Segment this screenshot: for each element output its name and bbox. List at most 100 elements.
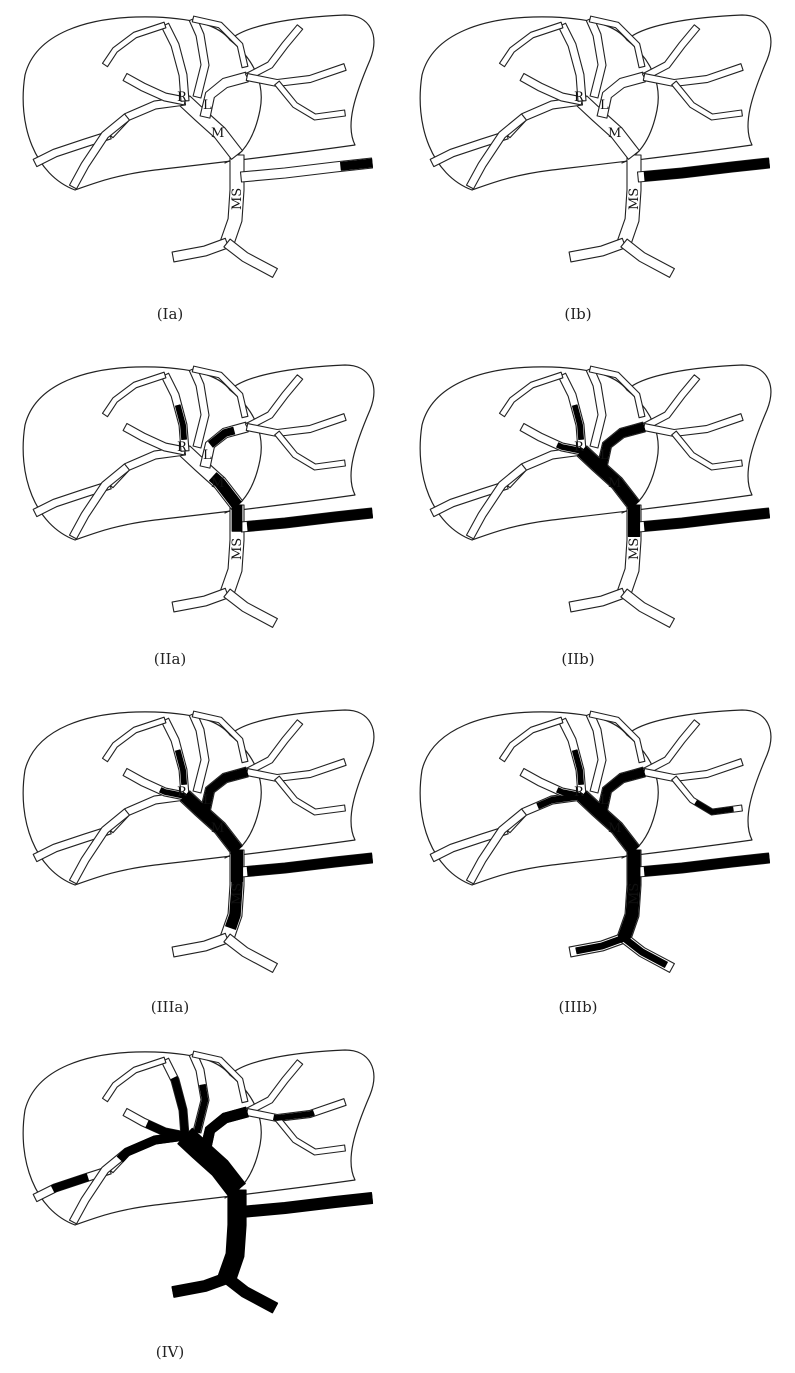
vessel-left-up3 (672, 81, 743, 120)
portal-vessel-tree (33, 711, 372, 972)
thrombus-splenic (644, 854, 769, 876)
thrombus-splenic (241, 1193, 373, 1218)
vessel-upper-arc (103, 1057, 166, 1102)
vessel-up-left (189, 17, 209, 98)
thrombus-up-center (573, 405, 584, 440)
vessel-sm-left-down (172, 933, 229, 957)
vessel-right-lower (467, 114, 527, 189)
vessel-left-up3 (275, 776, 346, 815)
vessel-left-up1 (245, 25, 302, 80)
thrombus-splenic (247, 509, 372, 531)
liver-diagram-iiia: RLMMS (15, 700, 390, 990)
vessel-upper-arc (103, 22, 166, 66)
thrombus-left-branch (200, 1107, 248, 1153)
thrombus-sm-trunk (628, 505, 639, 537)
panel-caption: (IIIa) (70, 998, 270, 1016)
thrombus-sm-trunk (218, 1190, 246, 1281)
panel-caption: (Ib) (478, 305, 678, 323)
vessel-up-left (586, 712, 606, 793)
panel-caption: (IIa) (70, 650, 270, 668)
vessel-upper-arc (103, 717, 166, 762)
panel-iia: RLMMS (15, 355, 395, 675)
liver-diagram-iiib: RLMMS (412, 700, 787, 990)
vessel-label-mesenteric-splenic: MS (230, 538, 245, 560)
panel-caption: (IV) (70, 1343, 270, 1361)
thrombus-sm-right-down (224, 1274, 278, 1313)
thrombus-sm-trunk (232, 505, 242, 531)
vessel-label-main: M (608, 476, 621, 491)
thrombus-up-center (176, 750, 187, 785)
portal-vessel-tree (33, 16, 372, 277)
liver-diagram-ia: RLM MS (15, 5, 390, 295)
vessel-sm-right-down (621, 589, 675, 627)
portal-vessel-tree (430, 16, 769, 277)
thrombus-splenic (644, 509, 769, 531)
vessel-label-right: R (574, 785, 585, 800)
thrombus-up-left (194, 1085, 208, 1133)
vessel-sm-right-down (224, 589, 278, 627)
vessel-label-left: L (203, 98, 212, 113)
thrombus-overlay (644, 159, 769, 181)
vessel-up-left (586, 367, 606, 448)
vessel-label-left: L (600, 98, 609, 113)
vessel-label-main: M (608, 126, 621, 141)
vessel-left-up3 (275, 81, 346, 120)
vessel-left-up1 (245, 375, 302, 430)
vessel-label-mesenteric-splenic: MS (627, 188, 642, 210)
panel-caption: (Ia) (70, 305, 270, 323)
vessel-label-right: R (574, 90, 585, 105)
vessel-up-left (189, 712, 209, 793)
vessel-left-up3 (672, 431, 743, 470)
vessel-left-up3 (275, 1116, 346, 1155)
thrombus-overlay (537, 750, 770, 968)
vessel-right-lower (70, 809, 130, 884)
thrombus-overlay (557, 405, 770, 537)
liver-diagram-iib: RLM MS (412, 355, 787, 645)
vessel-label-mesenteric-splenic: MS (627, 538, 642, 560)
vessel-label-mesenteric-splenic: MS (230, 188, 245, 210)
panel-iv (15, 1040, 395, 1360)
vessel-label-left: L (600, 793, 609, 808)
vessel-left-up1 (245, 720, 302, 775)
vessel-label-left: L (203, 448, 212, 463)
thrombus-up-center (176, 405, 187, 440)
vessel-sm-left-down (172, 588, 229, 612)
vessel-upper-arc (500, 717, 563, 762)
portal-vessel-tree (430, 366, 769, 627)
vessel-sm-left-down (172, 238, 229, 262)
liver-diagram-iv (15, 1040, 390, 1330)
vessel-upper-arc (103, 372, 166, 417)
thrombus-sm-left-down (172, 1273, 229, 1298)
vessel-label-main: M (211, 126, 224, 141)
thrombus-up-center (171, 1077, 188, 1137)
vessel-up-left (586, 17, 606, 98)
liver-diagram-ib: RLM MS (412, 5, 787, 295)
vessel-upper-arc (500, 372, 563, 417)
vessel-left-up1 (245, 1060, 302, 1115)
thrombus-splenic (247, 854, 372, 876)
vessel-right-lower (70, 114, 130, 189)
vessel-right-lower (70, 464, 130, 539)
vessel-left-up1 (642, 720, 699, 775)
panel-iib: RLM MS (412, 355, 792, 675)
vessel-right-lower (467, 464, 527, 539)
vessel-left-up1 (642, 375, 699, 430)
vessel-label-left: L (600, 448, 609, 463)
vessel-label-mesenteric-splenic: MS (230, 883, 245, 905)
vessel-label-right: R (177, 90, 188, 105)
panel-caption: (IIb) (478, 650, 678, 668)
thrombus-sm-right-down (622, 936, 667, 968)
vessel-sm-right-down (224, 934, 278, 972)
portal-vessel-tree (33, 366, 372, 627)
panel-caption: (IIIb) (478, 998, 678, 1016)
vessel-label-right: R (574, 440, 585, 455)
vessel-sm-left-down (569, 238, 626, 262)
thrombus-left-up3 (695, 801, 733, 815)
vessel-sm-right-down (621, 239, 675, 277)
vessel-left-up3 (275, 431, 346, 470)
